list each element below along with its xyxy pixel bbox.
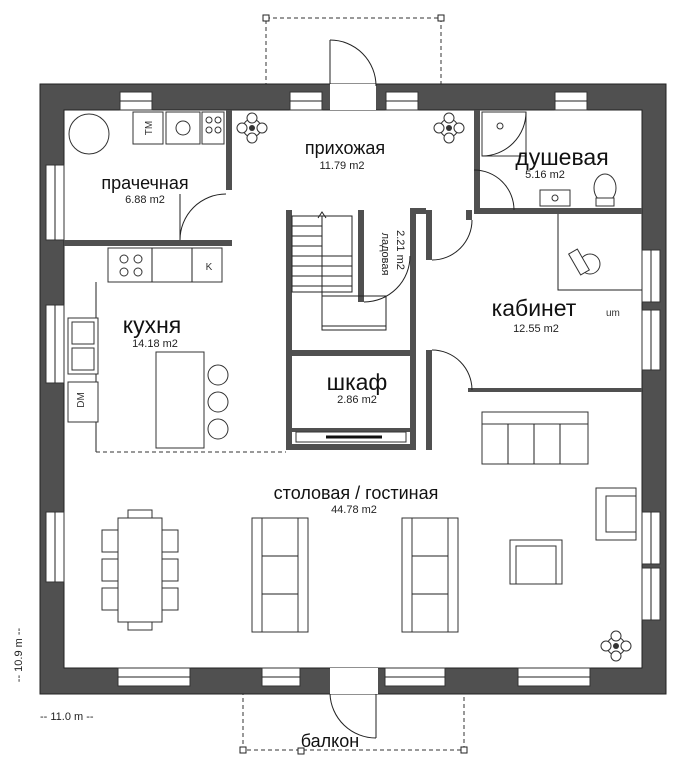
dining-table <box>117 517 163 623</box>
k-label: K <box>206 262 213 273</box>
closet-area: 2.86 m2 <box>337 394 377 406</box>
outer-walls <box>39 83 667 695</box>
interior-doors <box>179 169 515 391</box>
office-name: кабинет <box>492 295 577 321</box>
staircase <box>291 211 387 331</box>
windows <box>45 91 661 687</box>
office-furniture <box>557 214 642 291</box>
closet-name: шкаф <box>327 369 388 395</box>
interior-walls <box>64 110 642 453</box>
shower-name: душевая <box>515 144 608 170</box>
laundry-area: 6.88 m2 <box>125 194 165 206</box>
sink-icon <box>175 120 191 136</box>
height-dimension: -- 10.9 m -- <box>13 627 25 682</box>
hallway-area: 11.79 m2 <box>319 160 364 172</box>
dm-label: DM <box>76 392 87 408</box>
tm-label: TM <box>144 121 155 135</box>
laundry-name: прачечная <box>101 173 188 193</box>
hallway-name: прихожая <box>305 138 385 158</box>
shower-fixtures <box>481 111 617 207</box>
kitchen-area: 14.18 m2 <box>132 338 178 350</box>
kitchen-fixtures <box>67 247 229 449</box>
laundry-fixtures <box>68 111 225 155</box>
kitchen-name: кухня <box>123 312 181 338</box>
plant-icon <box>433 112 465 144</box>
living-name: столовая / гостиная <box>274 483 439 503</box>
office-area: 12.55 m2 <box>513 323 559 335</box>
living-furniture <box>101 411 637 633</box>
um-label: um <box>606 308 620 319</box>
shower-area: 5.16 m2 <box>525 169 565 181</box>
entrance-terrace-outline <box>262 14 445 85</box>
balcony-outline <box>239 693 468 755</box>
balcony-name: балкон <box>301 731 359 751</box>
entrance-door <box>329 39 377 110</box>
living-area: 44.78 m2 <box>331 504 377 516</box>
balcony-door <box>329 668 378 739</box>
width-dimension: -- 11.0 m -- <box>40 711 94 723</box>
round-tub-icon <box>68 113 110 155</box>
pantry-name: ладовая <box>379 233 391 276</box>
plant-icon <box>600 630 632 662</box>
plant-icon <box>236 112 268 144</box>
pantry-area: 2.21 m2 <box>394 230 406 270</box>
closet-rail <box>295 431 407 443</box>
kitchen-island <box>155 351 205 449</box>
